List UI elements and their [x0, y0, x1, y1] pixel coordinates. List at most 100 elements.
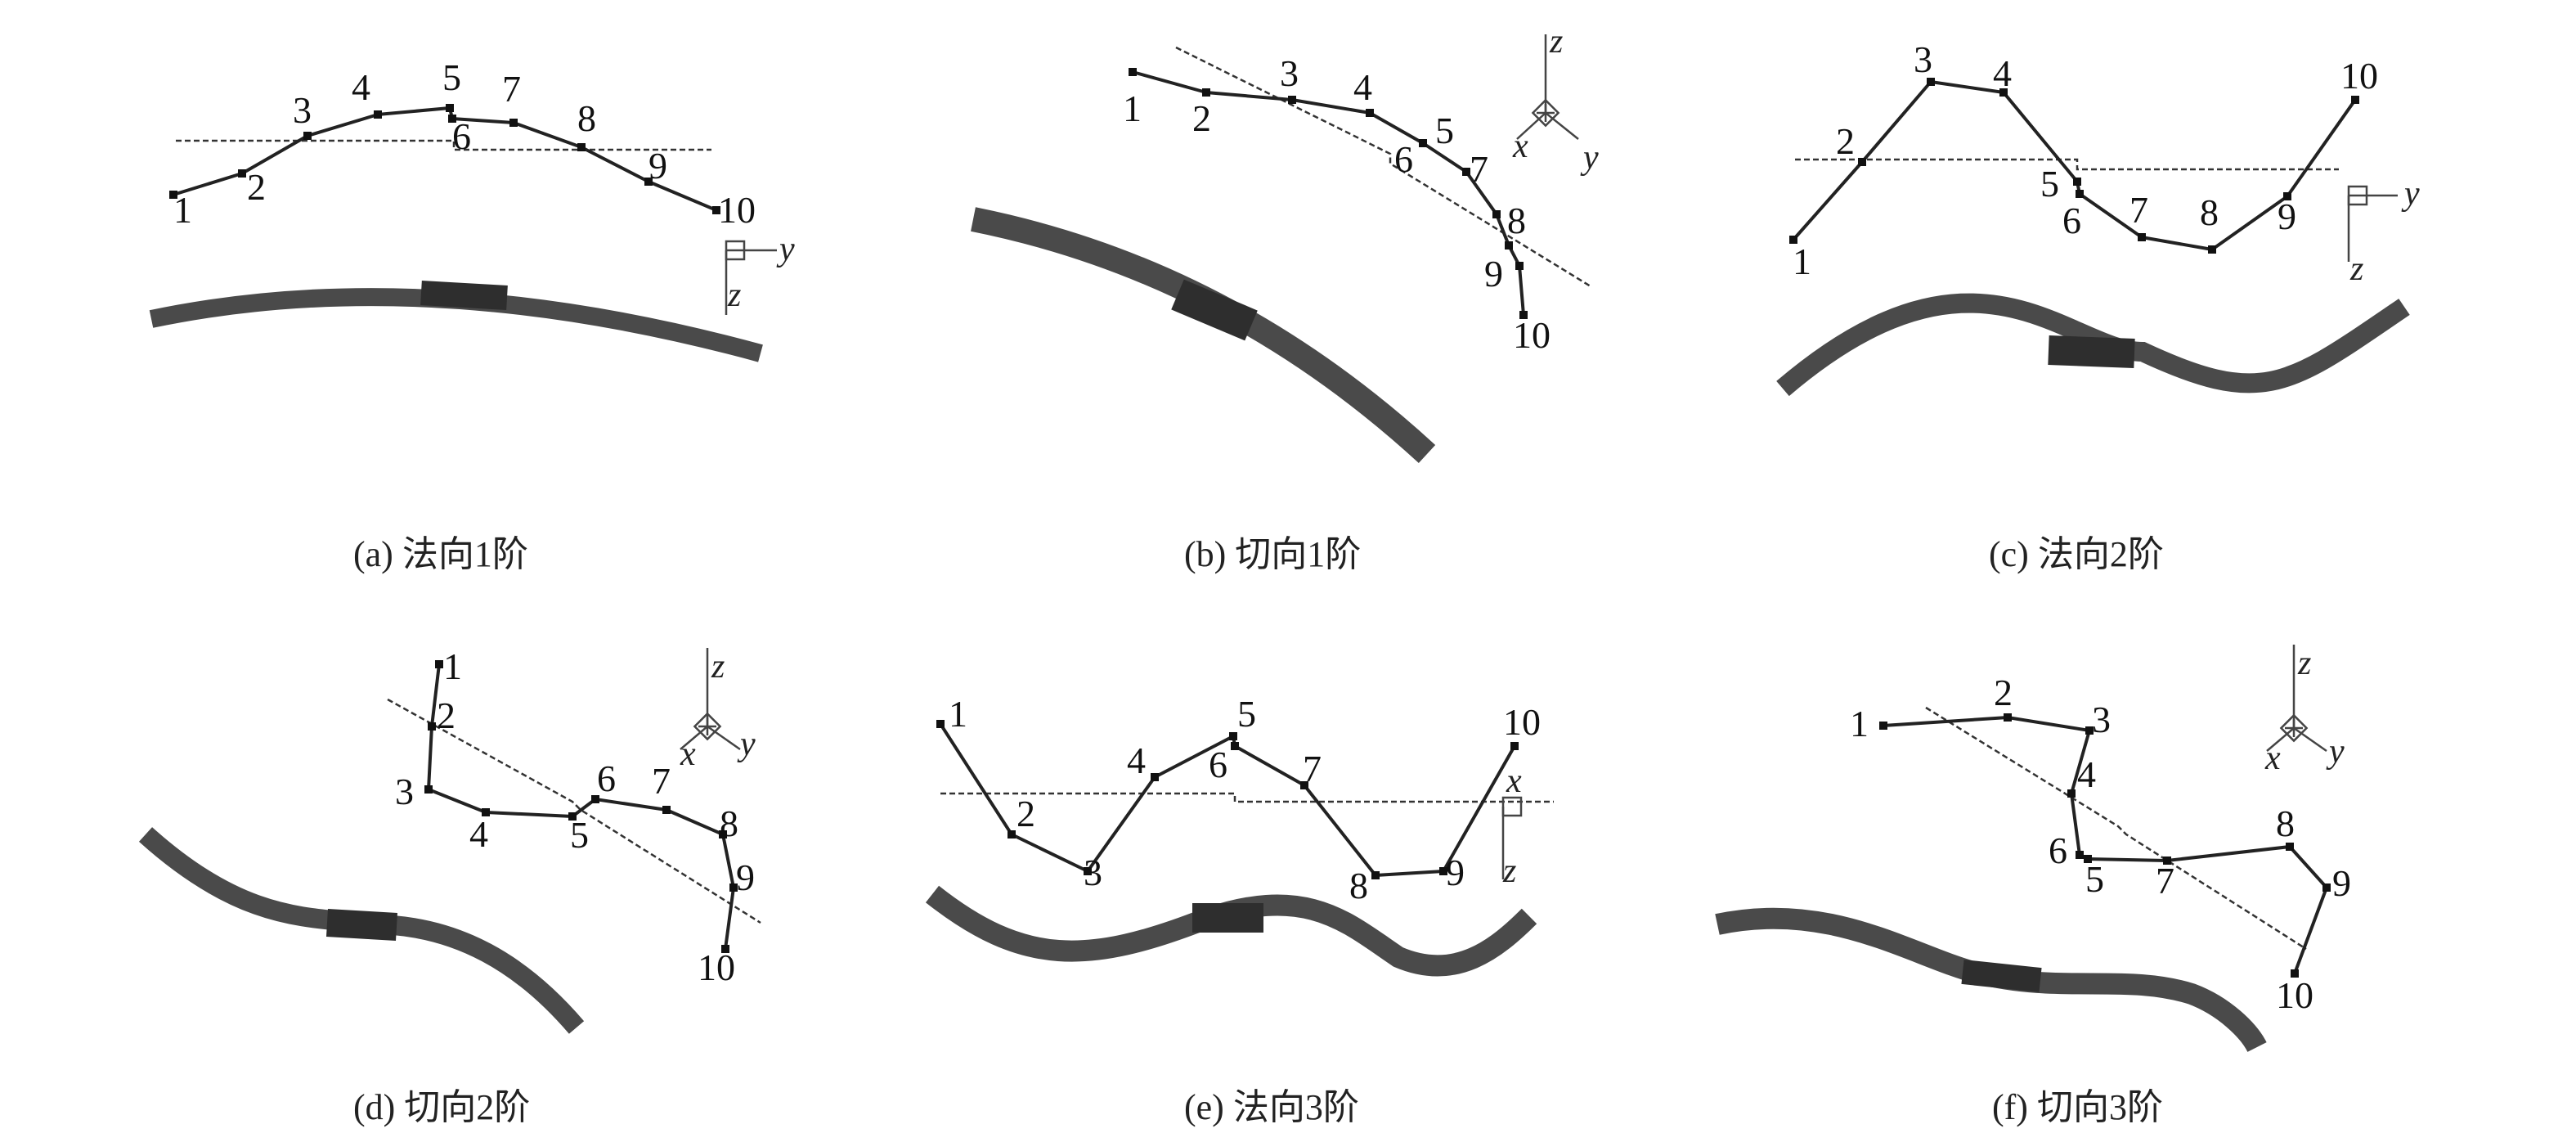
beam-f-thick — [1961, 960, 2042, 992]
node-label-f-10: 10 — [2276, 974, 2313, 1016]
mode-shape-a — [173, 106, 717, 212]
panel-a: 1 2 3 4 5 6 7 8 9 10 y z (a) 法向1阶 — [149, 56, 795, 574]
nodes-a — [169, 104, 720, 214]
node-label-d-9: 9 — [736, 856, 755, 898]
node-label-f-5: 5 — [2085, 858, 2104, 900]
reference-line-f — [1925, 706, 2307, 951]
axis-label-f-z: z — [2297, 645, 2311, 682]
node-label-c-10: 10 — [2340, 55, 2378, 97]
node-label-f-3: 3 — [2092, 699, 2111, 740]
axis-label-a-y: y — [776, 231, 795, 268]
node-label-a-2: 2 — [247, 166, 266, 208]
nodes-f — [1879, 713, 2331, 978]
axis-triad-d — [680, 648, 741, 751]
nodes-c — [1789, 78, 2359, 254]
caption-d: (d) 切向2阶 — [353, 1087, 530, 1127]
node-label-f-9: 9 — [2332, 862, 2351, 904]
node-label-c-2: 2 — [1836, 120, 1855, 162]
mode-shape-f — [1883, 716, 2328, 974]
panel-c: 1 2 3 4 5 6 7 8 9 10 y z (c) 法向2阶 — [1776, 38, 2420, 574]
reference-line-b — [1175, 46, 1591, 288]
node-label-a-9: 9 — [648, 145, 667, 187]
beam-b-thick — [1171, 279, 1258, 341]
node-label-e-2: 2 — [1016, 793, 1035, 834]
node-label-b-3: 3 — [1280, 52, 1299, 94]
node-label-a-3: 3 — [293, 89, 312, 131]
node-label-d-2: 2 — [437, 695, 456, 736]
node-label-e-1: 1 — [949, 693, 967, 735]
nodes-d — [424, 660, 738, 953]
axis-triad-f — [2266, 645, 2327, 753]
panel-f: 1 2 3 4 5 6 7 8 9 10 z x y (f) 切向3阶 — [1715, 645, 2351, 1127]
axis-label-a-z: z — [727, 277, 741, 314]
node-label-c-9: 9 — [2278, 196, 2296, 237]
node-label-a-8: 8 — [577, 97, 596, 139]
mode-shape-e — [939, 722, 1516, 877]
beam-b — [971, 207, 1436, 464]
node-label-f-1: 1 — [1850, 703, 1869, 744]
node-label-e-3: 3 — [1084, 852, 1102, 893]
nodes-e — [936, 720, 1519, 879]
node-label-d-8: 8 — [720, 803, 738, 844]
node-label-e-5: 5 — [1237, 693, 1256, 735]
node-label-c-8: 8 — [2200, 191, 2219, 233]
node-label-d-5: 5 — [570, 814, 589, 856]
panel-e: 1 2 3 4 5 6 7 8 9 10 x z (e) 法向3阶 — [925, 693, 1554, 1127]
axis-label-c-y: y — [2401, 175, 2420, 213]
reference-line-e — [940, 792, 1554, 803]
node-label-e-10: 10 — [1503, 701, 1541, 743]
caption-e: (e) 法向3阶 — [1184, 1087, 1359, 1127]
node-label-a-1: 1 — [173, 189, 192, 231]
reference-line-d — [387, 698, 761, 924]
node-label-c-3: 3 — [1914, 38, 1932, 80]
node-label-b-5: 5 — [1435, 110, 1454, 151]
node-label-e-4: 4 — [1127, 740, 1146, 781]
node-label-a-4: 4 — [352, 66, 370, 108]
node-label-b-10: 10 — [1513, 314, 1551, 356]
beam-d-thick — [326, 909, 397, 941]
node-label-b-1: 1 — [1123, 88, 1142, 129]
reference-line-c — [1795, 158, 2339, 171]
node-label-f-6: 6 — [2049, 830, 2067, 871]
node-label-d-4: 4 — [469, 813, 488, 855]
node-label-c-6: 6 — [2062, 200, 2081, 241]
axis-label-f-x: x — [2264, 740, 2281, 777]
node-label-a-10: 10 — [718, 189, 756, 231]
node-label-c-4: 4 — [1993, 52, 2012, 94]
axis-label-d-z: z — [711, 648, 725, 686]
caption-a: (a) 法向1阶 — [353, 534, 528, 574]
node-label-b-6: 6 — [1394, 138, 1413, 180]
axis-label-d-x: x — [680, 735, 696, 773]
node-label-d-3: 3 — [395, 771, 414, 812]
nodes-b — [1129, 68, 1528, 319]
mode-shape-c — [1792, 80, 2357, 251]
axis-label-f-y: y — [2326, 733, 2345, 771]
beam-a-thick — [420, 281, 508, 310]
node-label-d-6: 6 — [597, 758, 616, 799]
node-label-f-4: 4 — [2077, 753, 2096, 795]
panel-d: 1 2 3 4 5 6 7 8 9 10 z x y (d) 切向2阶 — [138, 645, 761, 1127]
node-label-f-8: 8 — [2276, 803, 2295, 844]
mode-shape-b — [1132, 70, 1525, 316]
axis-triad-c — [2347, 185, 2398, 262]
node-label-e-8: 8 — [1349, 865, 1368, 906]
node-label-b-4: 4 — [1353, 66, 1372, 108]
node-label-c-5: 5 — [2040, 163, 2059, 205]
axis-triad-e — [1501, 796, 1523, 879]
axis-label-e-x: x — [1506, 762, 1522, 800]
node-label-a-7: 7 — [502, 68, 521, 110]
node-label-b-7: 7 — [1470, 148, 1488, 190]
beam-f — [1715, 907, 2267, 1053]
node-label-f-7: 7 — [2156, 860, 2174, 901]
node-label-a-5: 5 — [442, 56, 461, 98]
panel-b: 1 2 3 4 5 6 7 8 9 10 z x y (b) 切向1阶 — [971, 23, 1599, 574]
axis-label-c-z: z — [2349, 250, 2363, 288]
node-label-d-1: 1 — [443, 645, 462, 687]
axis-label-b-z: z — [1549, 23, 1563, 61]
reference-line-a — [176, 139, 711, 151]
node-label-b-8: 8 — [1507, 200, 1526, 241]
node-label-b-2: 2 — [1192, 97, 1211, 139]
node-label-e-7: 7 — [1303, 748, 1322, 789]
node-label-d-7: 7 — [652, 760, 671, 802]
